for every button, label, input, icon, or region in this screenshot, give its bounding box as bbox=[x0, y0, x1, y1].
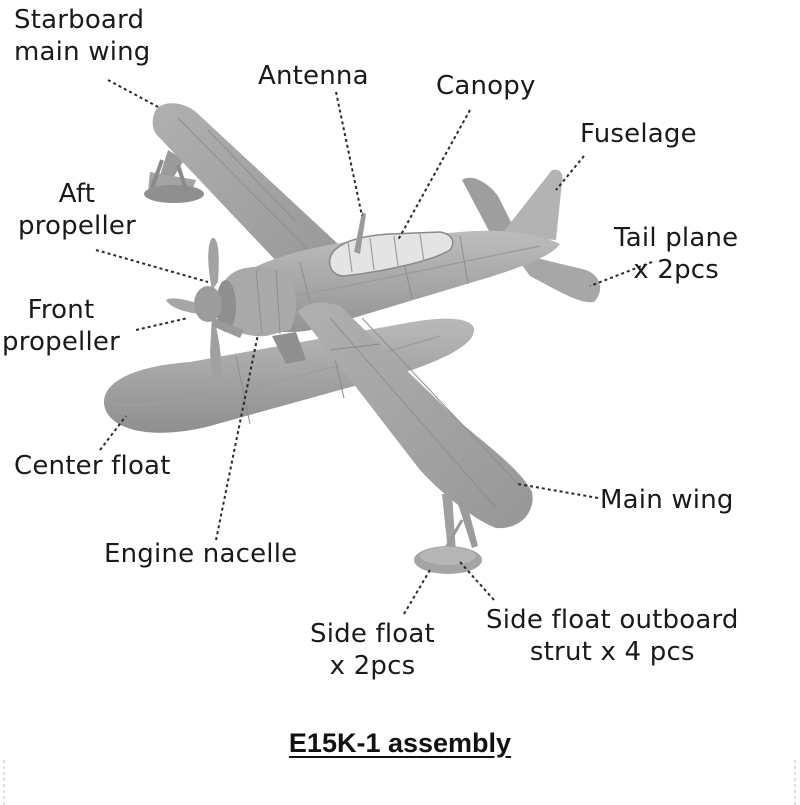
label-fuselage: Fuselage bbox=[580, 119, 697, 149]
starboard-main-wing bbox=[152, 103, 338, 284]
diagram-title: E15K-1 assembly bbox=[288, 728, 512, 758]
antenna bbox=[354, 212, 366, 254]
label-starboard-main-wing: Starboard main wing bbox=[14, 5, 151, 67]
label-side-float: Side float x 2pcs bbox=[310, 619, 435, 681]
label-center-float: Center float bbox=[14, 451, 171, 481]
label-front-propeller: Front propeller bbox=[2, 295, 120, 357]
tail-assembly bbox=[462, 169, 601, 303]
label-aft-propeller: Aft propeller bbox=[18, 179, 136, 241]
main-wing bbox=[298, 302, 533, 529]
engine-nacelle bbox=[216, 266, 296, 337]
starboard-side-float bbox=[144, 150, 204, 203]
label-main-wing: Main wing bbox=[600, 485, 734, 515]
propellers bbox=[166, 237, 244, 383]
label-tail-plane: Tail plane x 2pcs bbox=[614, 223, 739, 285]
label-side-float-outboard-strut: Side float outboard strut x 4 pcs bbox=[486, 605, 739, 667]
leader-lines bbox=[95, 79, 653, 615]
label-antenna: Antenna bbox=[258, 61, 369, 91]
label-engine-nacelle: Engine nacelle bbox=[104, 539, 298, 569]
label-canopy: Canopy bbox=[436, 71, 536, 101]
